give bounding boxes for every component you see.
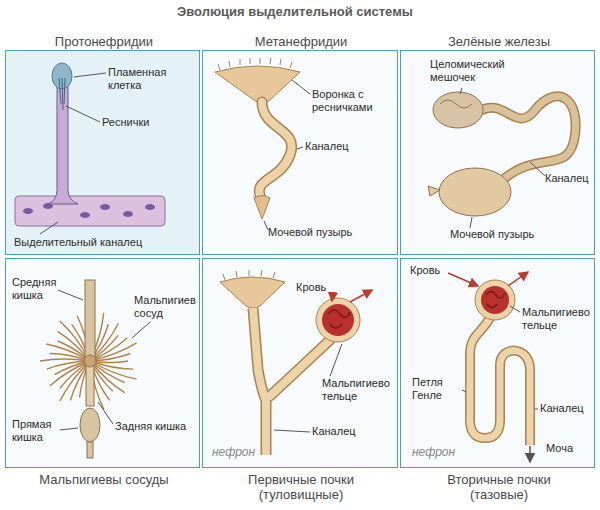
stage-panel: Зелёные железы [400,50,595,255]
part-label: Выделительный каналец [14,236,184,249]
part-label: Мальпигиево тельце [522,306,592,332]
part-label: Пламенная клетка [108,66,180,92]
part-label: Средняя кишка [12,276,72,302]
malpighian-tubule [90,343,137,361]
stage-heading: Первичные почки (туловищные) [236,472,366,502]
stage-heading: Вторичные почки (тазовые) [434,472,564,502]
part-label: Целомический мешочек [430,58,522,84]
diagram-title: Эволюция выделительной системы [177,4,413,20]
part-label: Мальпигиево тельце [322,377,396,403]
nephron-caption: нефрон [412,446,472,459]
stage-panel: Вторичные почки (тазовые) [400,258,595,468]
part-label: Кровь [410,264,450,277]
part-label: Моча [546,442,590,455]
stage-heading: Метанефридии [206,34,396,49]
nephron-caption: нефрон [212,446,272,459]
malpighian-tubule [90,338,127,361]
stage-panel: Протонефридии [5,50,200,255]
part-label: Реснички [102,116,172,129]
stage-panel: Метанефридии [202,50,398,255]
part-label: Кровь [296,281,336,294]
malpighian-tubule [50,361,90,386]
part-label: Каналец [305,140,365,153]
stage-heading: Зелёные железы [404,34,594,49]
part-label: Задняя кишка [115,420,195,433]
part-label: Мочевой пузырь [450,228,560,241]
part-label: Прямая кишка [12,418,67,444]
malpighian-tubule [47,361,90,369]
part-label: Мальпигиев сосуд [134,294,198,320]
stage-heading: Протонефридии [9,34,199,49]
part-label: Каналец [540,402,592,415]
part-label: Мочевой пузырь [268,226,378,239]
part-label: Воронка с ресничками [312,88,394,114]
malpighian-tubule [60,361,90,401]
part-label: Каналец [545,172,593,185]
stage-heading: Мальпигиевы сосуды [9,472,199,487]
part-label: Петля Генле [412,376,464,402]
part-label: Каналец [312,425,372,438]
